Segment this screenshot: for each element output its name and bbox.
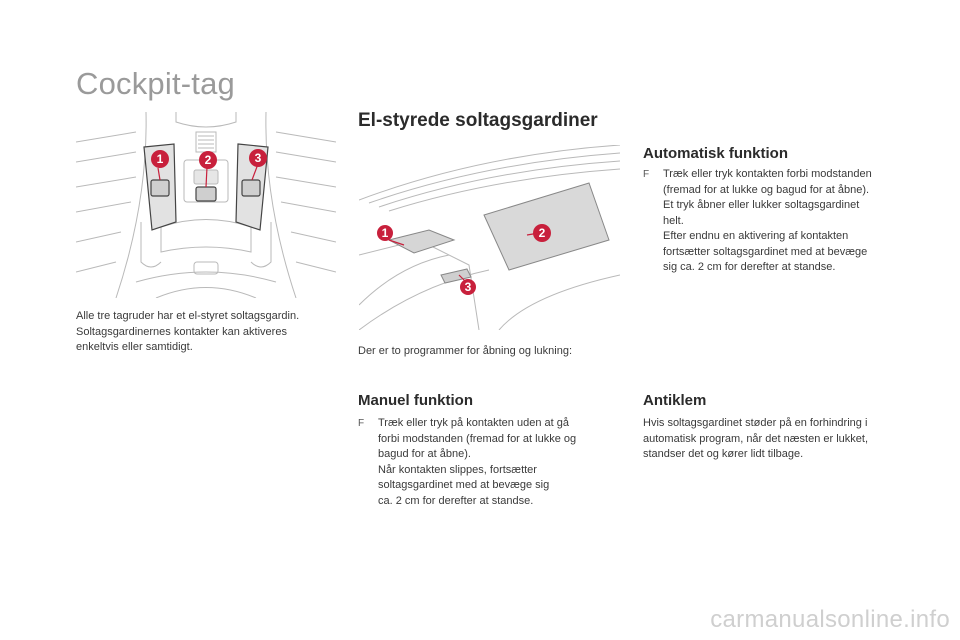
manual-text: Træk eller tryk på kontakten uden at gå … [378,417,577,507]
manual-item: F Træk eller tryk på kontakten uden at g… [358,416,628,509]
badge-1: 1 [151,150,169,168]
bullet-icon: F [358,418,365,429]
badge-2: 2 [199,151,217,169]
badge-3: 3 [249,149,267,167]
watermark: carmanualsonline.info [710,606,950,633]
svg-text:1: 1 [382,226,389,240]
bullet-icon: F [643,169,650,180]
svg-text:3: 3 [255,151,262,165]
cockpit-roof-drawing: 1 2 3 [358,144,621,331]
overhead-controls-drawing: 1 2 3 [75,111,337,299]
overhead-controls-illustration: 1 2 3 [75,111,337,299]
svg-text:2: 2 [205,153,212,167]
programs-text: Der er to programmer for åbning og lukni… [358,345,572,357]
section-title: El-styrede soltagsgardiner [358,110,598,131]
automatic-item: F Træk eller tryk kontakten forbi modsta… [643,167,923,276]
antiklem-text: Hvis soltagsgardinet støder på en forhin… [643,417,868,460]
svg-text:2: 2 [539,226,546,240]
automatic-text: Træk eller tryk kontakten forbi modstand… [663,168,872,273]
cockpit-roof-illustration: 1 2 3 [358,144,621,331]
svg-text:1: 1 [157,152,164,166]
badge-2-roof: 2 [533,224,551,242]
automatic-title: Automatisk funktion [643,145,788,162]
page-title: Cockpit-tag [76,66,235,101]
antiklem-title: Antiklem [643,392,707,409]
manual-title: Manuel funktion [358,392,473,409]
intro-text: Alle tre tagruder har et el-styret solta… [76,310,300,353]
badge-1-roof: 1 [377,225,393,241]
badge-3-roof: 3 [460,279,476,295]
svg-text:3: 3 [465,280,472,294]
